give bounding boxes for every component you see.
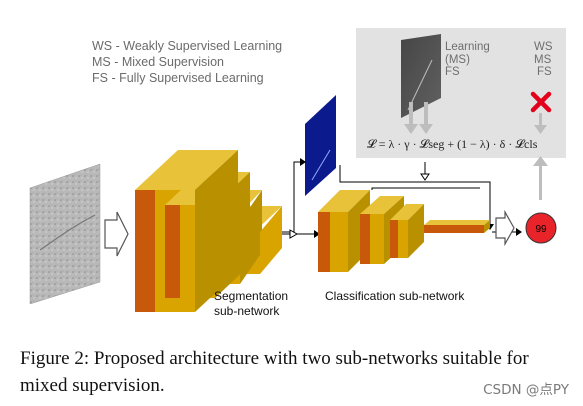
legend-ms: MS - Mixed Supervision xyxy=(92,55,224,69)
input-arrow xyxy=(104,211,129,257)
loss-formula: 𝓛 = λ · γ · 𝓛seg + (1 − λ) · δ · 𝓛cls xyxy=(367,137,538,151)
mode-ws: WS xyxy=(534,41,553,53)
score-value: 99 xyxy=(535,224,547,235)
learning-fs-label: FS xyxy=(445,66,460,78)
mode-ms: MS xyxy=(534,54,552,66)
classification-network xyxy=(318,190,490,272)
learning-label: Learning xyxy=(445,41,490,53)
connectors xyxy=(282,158,522,239)
input-image xyxy=(29,163,101,305)
segmentation-output xyxy=(305,95,336,196)
score-circle xyxy=(525,212,557,244)
watermark: CSDN @点PY xyxy=(483,382,569,398)
segmentation-network xyxy=(135,150,282,312)
legend-fs: FS - Fully Supervised Learning xyxy=(92,71,264,85)
legend-ws: WS - Weakly Supervised Learning xyxy=(92,39,283,53)
mode-fs: FS xyxy=(537,66,552,78)
output-arrow xyxy=(495,209,515,247)
segmentation-label: Segmentation xyxy=(214,289,289,303)
classification-label: Classification sub-network xyxy=(325,289,465,303)
panel-arrows xyxy=(404,102,548,200)
segmentation-sub-label: sub-network xyxy=(214,304,280,318)
panel-mask-image xyxy=(401,34,441,118)
figure-caption: Figure 2: Proposed architecture with two… xyxy=(20,348,529,396)
cross-icon xyxy=(530,91,552,113)
learning-ms-label: (MS) xyxy=(445,54,470,66)
